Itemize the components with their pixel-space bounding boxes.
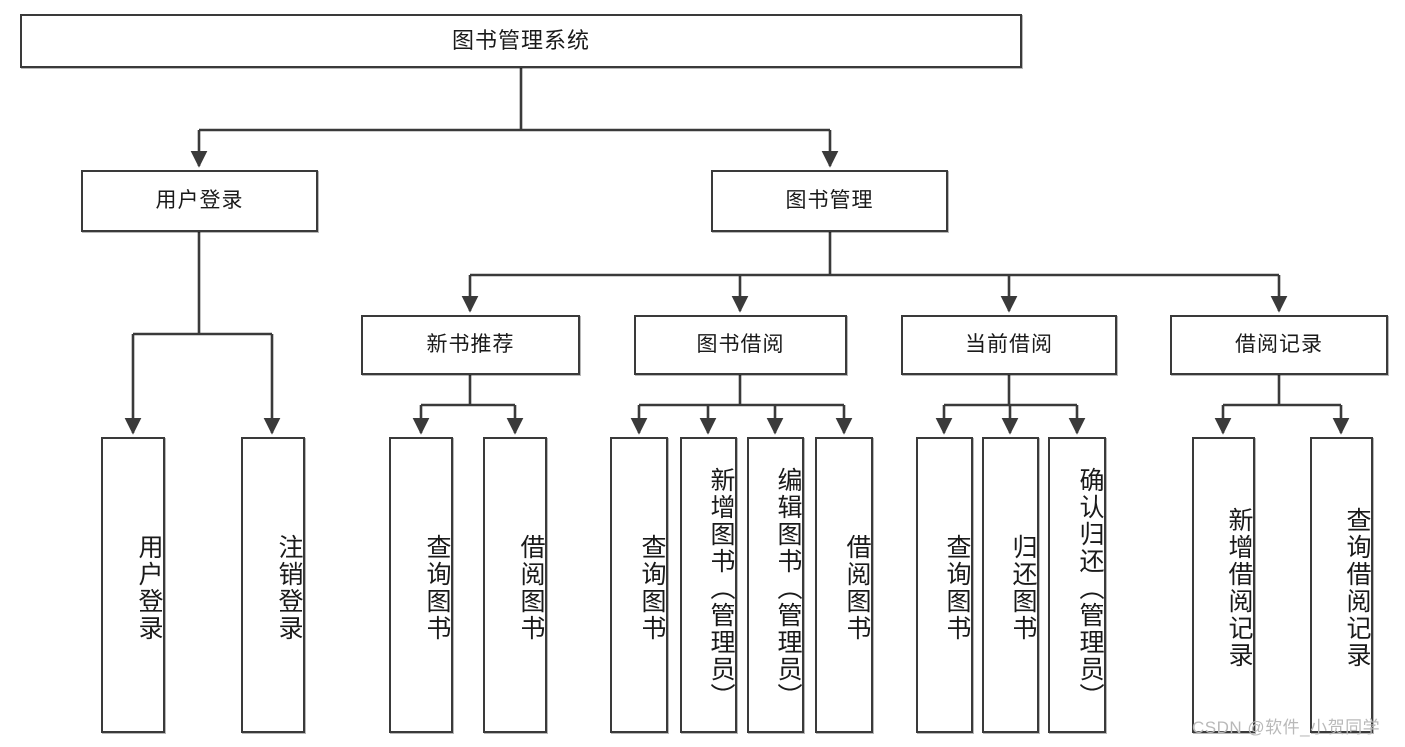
node-user-login-label: 用户登录: [155, 189, 244, 213]
leaf-borrow-book-1-label: 借阅图书: [517, 534, 545, 642]
node-root[interactable]: 图书管理系统: [20, 14, 1022, 68]
leaf-user-login[interactable]: 用户登录: [101, 437, 165, 733]
leaf-query-book-1[interactable]: 查询图书: [389, 437, 453, 733]
leaf-query-record-label: 查询借阅记录: [1343, 507, 1371, 669]
leaf-confirm-return-label: 确认归还（管理员）: [1076, 466, 1104, 710]
leaf-add-book[interactable]: 新增图书（管理员）: [680, 437, 737, 733]
node-root-label: 图书管理系统: [451, 27, 590, 53]
leaf-logout-login-label: 注销登录: [275, 534, 303, 642]
node-book-manage[interactable]: 图书管理: [711, 170, 948, 232]
leaf-add-book-label: 新增图书（管理员）: [707, 466, 735, 710]
leaf-user-login-label: 用户登录: [135, 534, 163, 642]
node-book-borrow-label: 图书借阅: [696, 333, 785, 357]
leaf-query-book-2[interactable]: 查询图书: [610, 437, 668, 733]
leaf-add-record-label: 新增借阅记录: [1225, 507, 1253, 669]
leaf-query-book-1-label: 查询图书: [423, 534, 451, 642]
leaf-query-book-3[interactable]: 查询图书: [916, 437, 973, 733]
node-new-book-rec[interactable]: 新书推荐: [361, 315, 580, 375]
node-borrow-record[interactable]: 借阅记录: [1170, 315, 1388, 375]
leaf-add-record[interactable]: 新增借阅记录: [1192, 437, 1255, 733]
leaf-borrow-book-2[interactable]: 借阅图书: [815, 437, 873, 733]
node-book-borrow[interactable]: 图书借阅: [634, 315, 847, 375]
leaf-confirm-return[interactable]: 确认归还（管理员）: [1048, 437, 1106, 733]
leaf-query-record[interactable]: 查询借阅记录: [1310, 437, 1373, 733]
leaf-logout-login[interactable]: 注销登录: [241, 437, 305, 733]
node-user-login[interactable]: 用户登录: [81, 170, 318, 232]
leaf-edit-book-label: 编辑图书（管理员）: [774, 466, 802, 710]
node-new-book-rec-label: 新书推荐: [426, 333, 515, 357]
node-current-borrow-label: 当前借阅: [965, 333, 1053, 357]
node-borrow-record-label: 借阅记录: [1235, 333, 1323, 357]
leaf-query-book-3-label: 查询图书: [943, 534, 971, 642]
node-book-manage-label: 图书管理: [785, 189, 874, 213]
leaf-borrow-book-2-label: 借阅图书: [843, 534, 871, 642]
csdn-watermark: CSDN @软件_小贺同学: [1192, 718, 1381, 737]
leaf-borrow-book-1[interactable]: 借阅图书: [483, 437, 547, 733]
leaf-return-book[interactable]: 归还图书: [982, 437, 1039, 733]
leaf-return-book-label: 归还图书: [1009, 534, 1037, 642]
node-current-borrow[interactable]: 当前借阅: [901, 315, 1117, 375]
leaf-query-book-2-label: 查询图书: [638, 534, 666, 642]
leaf-edit-book[interactable]: 编辑图书（管理员）: [747, 437, 804, 733]
